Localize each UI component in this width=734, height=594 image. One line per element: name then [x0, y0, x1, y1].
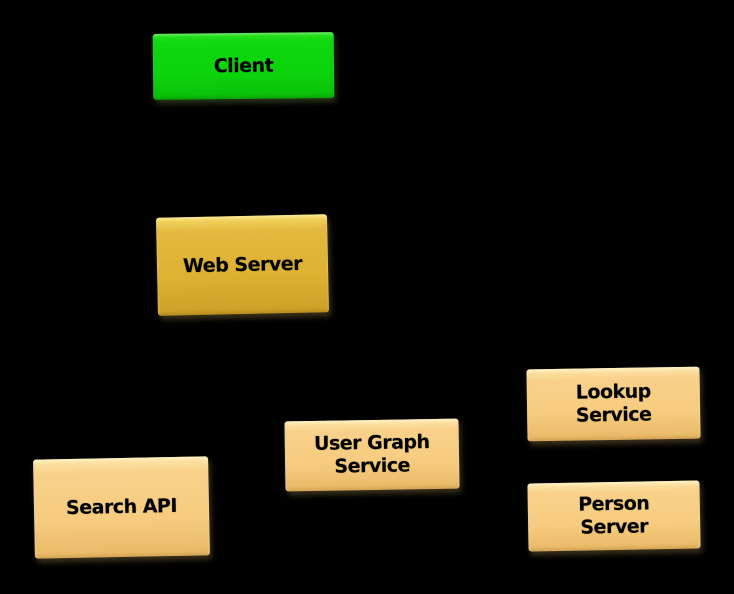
node-search-api-label: Search API [65, 494, 178, 520]
node-lookup-service-label: Lookup [575, 380, 651, 404]
node-web-server-label: Web Server [182, 252, 303, 277]
node-search-api[interactable]: Search API [33, 456, 210, 559]
node-client-label: Client [213, 54, 274, 77]
node-lookup-service[interactable]: Lookup Service [526, 366, 701, 442]
node-web-server[interactable]: Web Server [155, 214, 330, 316]
node-user-graph-service-label: User Graph [313, 431, 430, 455]
node-user-graph-service[interactable]: User Graph Service [284, 418, 460, 492]
node-client[interactable]: Client [152, 32, 335, 100]
node-person-server[interactable]: Person Server [527, 480, 701, 552]
node-person-server-label-line2: Server [580, 515, 649, 539]
node-user-graph-service-label-line2: Service [334, 454, 411, 478]
node-person-server-label: Person [578, 492, 650, 516]
node-lookup-service-label-line2: Service [575, 403, 652, 427]
